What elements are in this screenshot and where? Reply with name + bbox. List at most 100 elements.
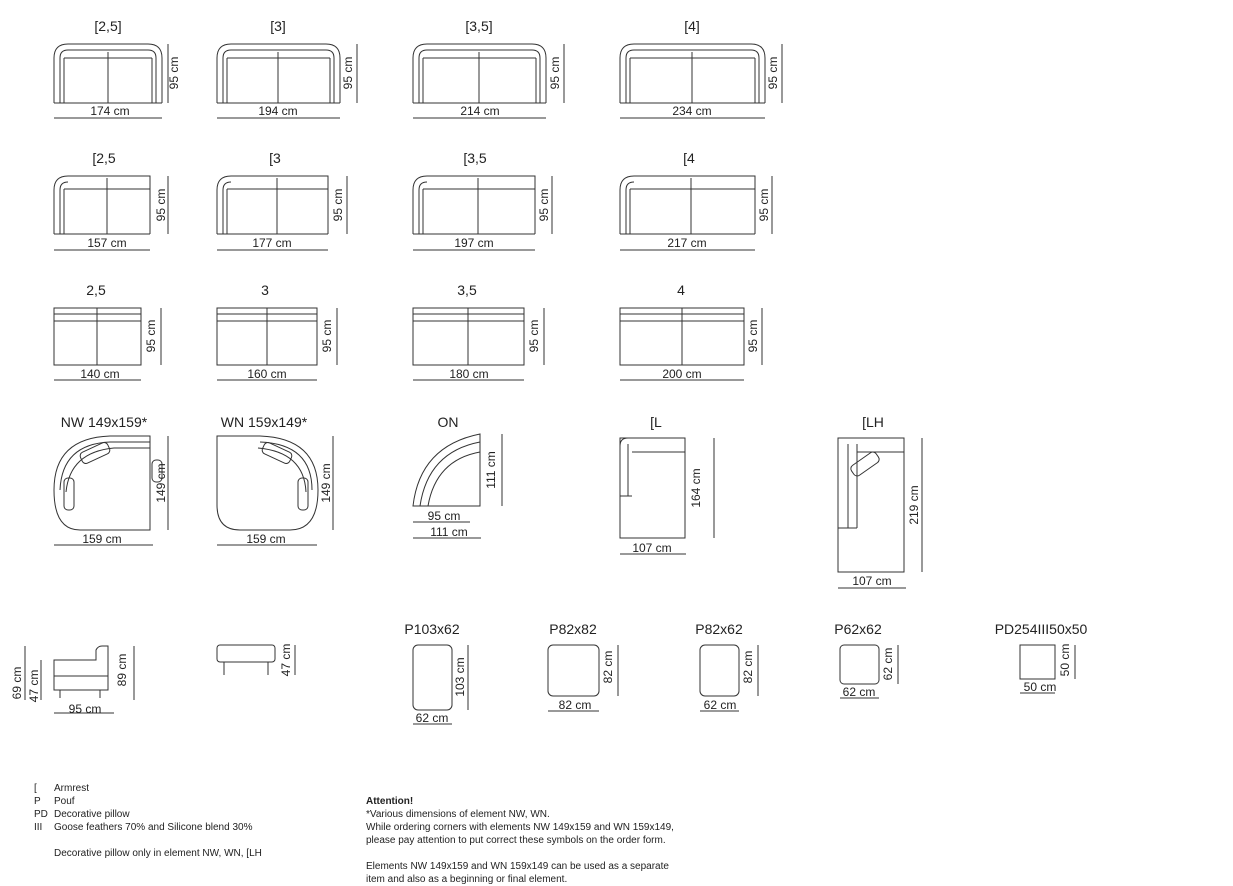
module-label: [3,5]: [465, 18, 492, 34]
legend-text: Decorative pillow: [54, 809, 130, 820]
decorative-pillow-icon: [79, 442, 111, 464]
module-label: [3: [269, 150, 281, 166]
width-dimension: 82 cm: [559, 698, 592, 712]
module-label: [2,5]: [94, 18, 121, 34]
module-r2-0: [53, 175, 169, 251]
width-dimension: 62 cm: [704, 698, 737, 712]
module-label: 3: [261, 282, 269, 298]
width-dimension: 157 cm: [87, 236, 126, 250]
back-height-dimension: 89 cm: [115, 654, 129, 687]
height-dimension: 95 cm: [144, 320, 158, 353]
module-r1-0: [53, 43, 169, 119]
module-r2-3: [619, 175, 773, 251]
width-dimension: 217 cm: [667, 236, 706, 250]
width-dimension: 140 cm: [80, 367, 119, 381]
sofa-inner-arm: [59, 49, 157, 103]
width-dimension-outer: 111 cm: [430, 525, 468, 539]
width-dimension: 180 cm: [449, 367, 488, 381]
pouf-side-view: [216, 644, 296, 675]
module-label: NW 149x159*: [61, 414, 148, 430]
module-label: PD254III50x50: [995, 621, 1088, 637]
height-dimension: 47 cm: [279, 644, 293, 677]
attention-line: *Various dimensions of element NW, WN.: [366, 809, 550, 820]
legend-note: Decorative pillow only in element NW, WN…: [54, 848, 262, 859]
height-dimension: 103 cm: [453, 657, 467, 696]
attention-note: Attention! *Various dimensions of elemen…: [366, 795, 674, 886]
module-r2-2: [412, 175, 553, 251]
module-label: P62x62: [834, 621, 882, 637]
legend-row: [ Armrest: [34, 782, 262, 795]
total-height-dimension: 69 cm: [10, 667, 24, 700]
height-dimension: 82 cm: [741, 651, 755, 684]
legend-symbol: III: [34, 822, 43, 833]
side-view: [24, 645, 135, 714]
attention-line: please pay attention to put correct thes…: [366, 835, 666, 846]
height-dimension: 149 cm: [154, 463, 168, 502]
height-dimension: 95 cm: [746, 320, 760, 353]
module-label: P82x62: [695, 621, 743, 637]
width-dimension: 214 cm: [460, 104, 499, 118]
module-l: [619, 437, 715, 555]
module-r3-0: [53, 307, 162, 381]
height-dimension: 149 cm: [319, 463, 333, 502]
attention-line: item and also as a beginning or final el…: [366, 874, 568, 885]
module-label: 3,5: [457, 282, 477, 298]
pouf-p82x62: [699, 644, 759, 712]
module-label: 4: [677, 282, 685, 298]
width-dimension: 197 cm: [454, 236, 493, 250]
module-label: ON: [438, 414, 459, 430]
width-dimension: 177 cm: [252, 236, 291, 250]
module-label: [4]: [684, 18, 700, 34]
height-dimension: 95 cm: [154, 189, 168, 222]
height-dimension: 95 cm: [167, 57, 181, 90]
module-label: WN 159x149*: [221, 414, 308, 430]
height-dimension: 95 cm: [527, 320, 541, 353]
module-r3-1: [216, 307, 338, 381]
height-dimension: 111 cm: [484, 451, 498, 489]
decorative-pillow-icon: [850, 451, 880, 477]
module-wn: [216, 435, 334, 546]
width-dimension: 194 cm: [258, 104, 297, 118]
module-lh: [837, 437, 923, 589]
pillow-pd254: [1019, 644, 1076, 694]
module-label: P82x82: [549, 621, 597, 637]
height-dimension: 95 cm: [341, 57, 355, 90]
module-label: [3]: [270, 18, 286, 34]
width-dimension: 107 cm: [632, 541, 671, 555]
attention-title: Attention!: [366, 796, 414, 807]
legend-row: P Pouf: [34, 795, 262, 808]
height-dimension: 50 cm: [1058, 644, 1072, 677]
module-on: [412, 433, 503, 539]
width-dimension: 159 cm: [82, 532, 121, 546]
width-dimension: 107 cm: [852, 574, 891, 588]
sofa-outline: [53, 43, 163, 103]
module-r1-3: [619, 43, 783, 119]
legend-text: Armrest: [54, 783, 89, 794]
module-label: 2,5: [86, 282, 106, 298]
height-dimension: 164 cm: [689, 468, 703, 507]
height-dimension: 95 cm: [331, 189, 345, 222]
width-dimension: 62 cm: [843, 685, 876, 699]
width-dimension: 62 cm: [416, 711, 449, 725]
height-dimension: 62 cm: [881, 648, 895, 681]
module-nw: [53, 435, 169, 546]
pouf-p103x62: [412, 644, 469, 725]
legend-text: Pouf: [54, 796, 75, 807]
height-dimension: 82 cm: [601, 651, 615, 684]
module-label: [3,5: [463, 150, 487, 166]
width-dimension: 200 cm: [662, 367, 701, 381]
pouf-p62x62: [839, 644, 899, 699]
module-r1-1: [216, 43, 358, 119]
height-dimension: 95 cm: [757, 189, 771, 222]
height-dimension: 95 cm: [320, 320, 334, 353]
width-dimension: 160 cm: [247, 367, 286, 381]
legend-symbol: [: [34, 783, 37, 794]
width-dimension: 174 cm: [90, 104, 129, 118]
width-dimension: 50 cm: [1024, 680, 1057, 694]
height-dimension: 95 cm: [766, 57, 780, 90]
legend-symbol: P: [34, 796, 41, 807]
